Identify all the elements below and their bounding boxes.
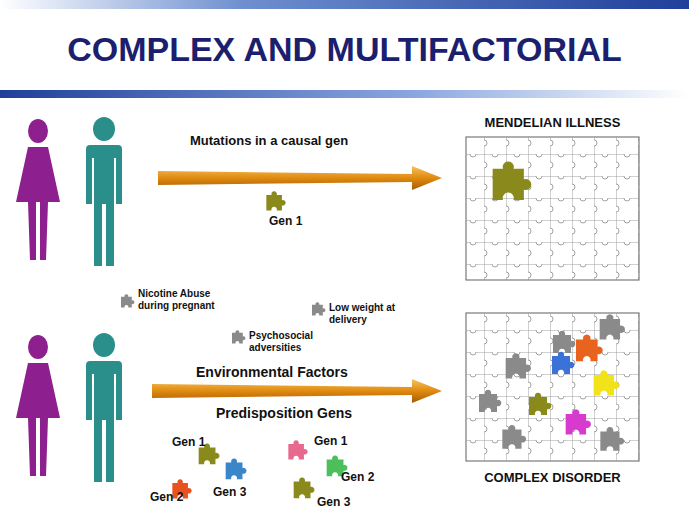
arrow-label: Environmental Factors	[196, 364, 348, 380]
puzzle-frame: MENDELIAN ILLNESS	[466, 137, 639, 280]
man	[86, 333, 122, 482]
puzzle-heading: MENDELIAN ILLNESS	[446, 115, 659, 130]
gene-label: Gen 1	[172, 436, 205, 450]
woman	[16, 119, 60, 260]
gene-label: Gen 1	[314, 435, 347, 449]
gene-label: Gen 3	[317, 496, 350, 510]
arrow-label: Predisposition Gens	[216, 405, 352, 421]
gene-label: Gen 2	[341, 471, 374, 485]
puzzle-heading: COMPLEX DISORDER	[446, 470, 659, 485]
factor-label: Nicotine Abuse during pregnant	[138, 288, 238, 311]
gene-label: Gen 1	[269, 215, 302, 229]
arrow	[152, 379, 442, 403]
gene-label: Gen 2	[150, 491, 183, 505]
gene-label: Gen 3	[213, 486, 246, 500]
arrow-label: Mutations in a causal gen	[190, 134, 348, 149]
factor-label: Psychosocial adversities	[249, 330, 329, 353]
factor-label: Low weight at delivery	[329, 302, 417, 325]
woman	[16, 335, 60, 476]
arrow	[158, 166, 442, 190]
puzzle-frame: COMPLEX DISORDER	[466, 313, 639, 461]
title: COMPLEX AND MULTIFACTORIAL	[20, 30, 669, 69]
man	[86, 117, 122, 266]
